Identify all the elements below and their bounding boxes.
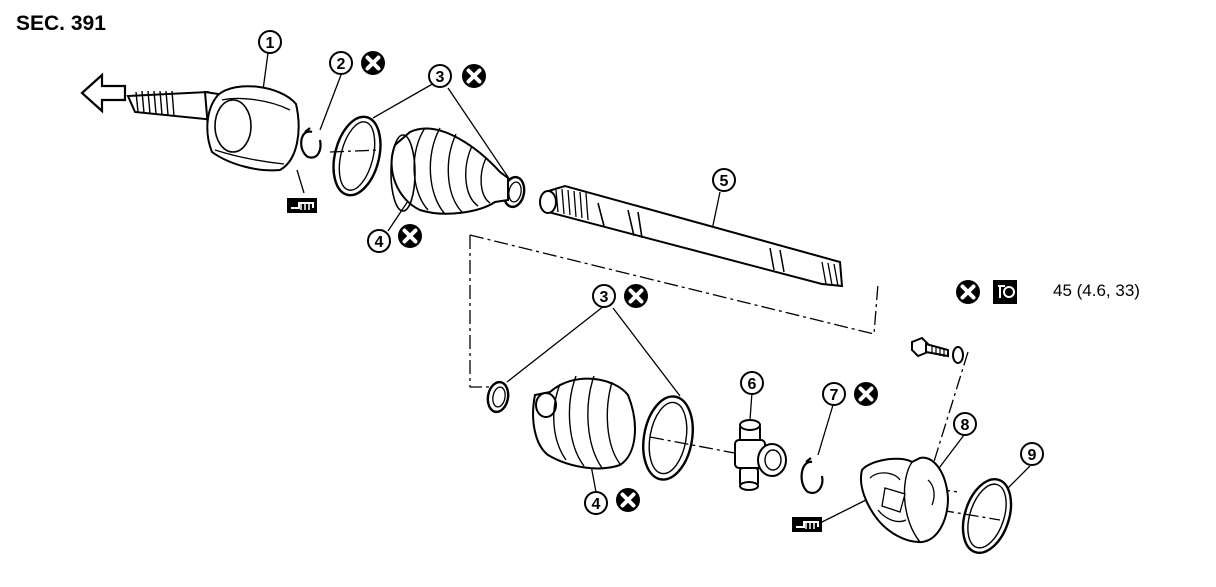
snap-ring-2	[300, 127, 322, 159]
boot-band-large-upper	[332, 115, 382, 197]
boot-upper	[390, 127, 509, 215]
x-circle-icon	[460, 62, 488, 90]
callout-7: 7	[830, 387, 839, 404]
callout-3-lower: 3	[600, 289, 609, 306]
callout-1: 1	[266, 35, 275, 52]
grease-icon	[286, 197, 318, 214]
spider-assembly	[734, 419, 787, 491]
torque-wrench-icon	[993, 280, 1017, 304]
callout-9: 9	[1028, 447, 1037, 464]
washer	[952, 346, 964, 364]
callout-4-upper: 4	[375, 234, 384, 251]
callout-2: 2	[337, 56, 346, 73]
x-circle-icon	[954, 278, 982, 306]
boot-band-large-lower	[642, 395, 694, 481]
housing-ring	[961, 478, 1013, 554]
outboard-joint-assembly	[126, 85, 300, 172]
callout-6: 6	[748, 376, 757, 393]
x-circle-icon	[852, 380, 880, 408]
x-circle-icon	[396, 222, 424, 250]
section-label: SEC. 391	[16, 12, 106, 35]
slide-joint-housing	[860, 456, 950, 544]
boot-band-small-lower	[486, 380, 510, 414]
x-circle-icon	[359, 49, 387, 77]
snap-ring-7	[800, 457, 824, 494]
x-circle-icon	[622, 282, 650, 310]
grease-icon	[791, 516, 823, 533]
callout-4-lower: 4	[592, 496, 601, 513]
callout-3-upper: 3	[436, 69, 445, 86]
arrow-left-icon	[80, 72, 127, 114]
callout-8: 8	[961, 417, 970, 434]
x-circle-icon	[614, 486, 642, 514]
torque-spec: 45 (4.6, 33)	[1053, 281, 1140, 300]
drive-shaft	[539, 184, 844, 288]
boot-lower	[532, 375, 636, 470]
leader-lines	[262, 52, 1031, 524]
bolt	[911, 336, 949, 358]
callout-5: 5	[720, 173, 729, 190]
